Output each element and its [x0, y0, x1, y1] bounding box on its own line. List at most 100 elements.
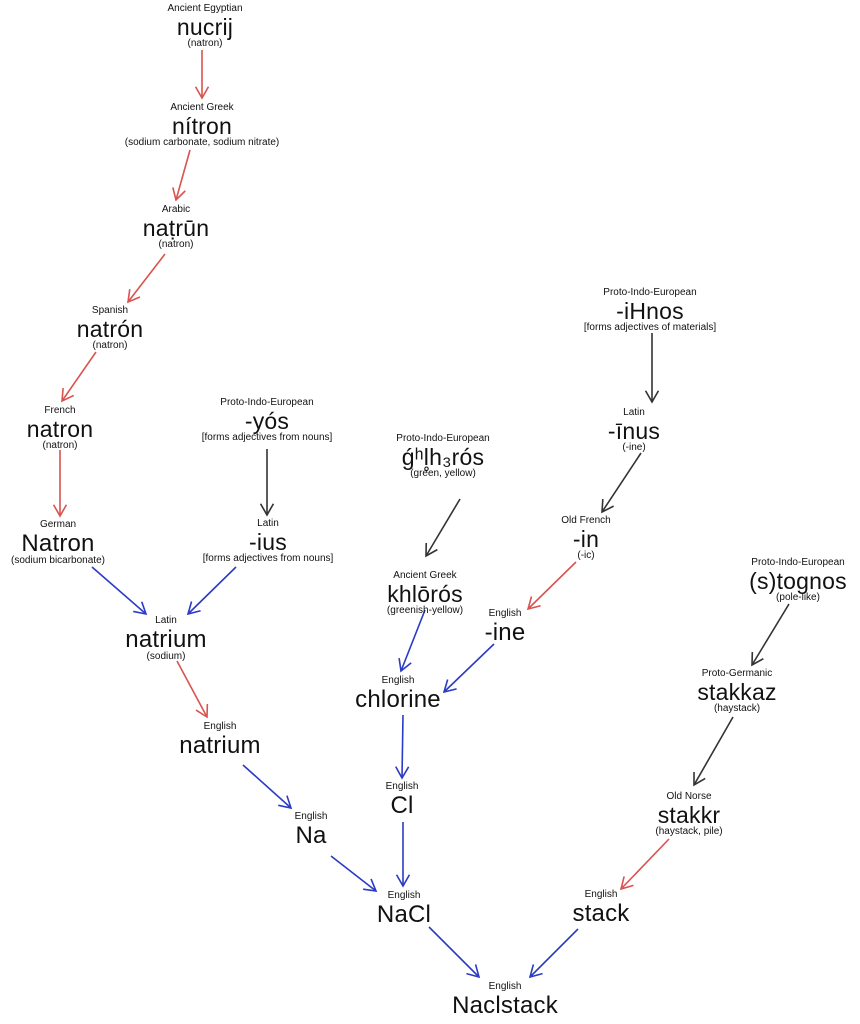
arrowhead	[363, 878, 378, 892]
edge-in-ofr-to-ine	[526, 561, 577, 611]
edge-line	[620, 838, 670, 890]
arrowhead	[61, 387, 75, 403]
edge-line	[175, 149, 191, 201]
node-language: Latin	[623, 407, 645, 418]
edge-ghlhros-to-khloros	[425, 498, 461, 558]
node-word: -in	[572, 525, 600, 552]
node-word: natron	[26, 415, 94, 442]
node-gloss: (green, yellow)	[410, 467, 476, 479]
arrowhead	[133, 601, 148, 616]
node-word: (s)tognos	[749, 567, 847, 594]
node-language: Ancient Greek	[170, 102, 234, 113]
edge-natrium-la-to-natrium-en	[176, 660, 209, 719]
edge-line	[187, 566, 237, 615]
arrowhead	[395, 874, 411, 888]
node-language: English	[488, 608, 522, 619]
edge-stakkaz-to-stakkr	[693, 716, 734, 787]
edge-line	[401, 714, 404, 779]
node-language: Proto-Indo-European	[396, 433, 490, 444]
edge-line	[127, 253, 166, 303]
edge-natron-fr-to-natron-de	[52, 450, 68, 518]
node-language: English	[385, 781, 419, 792]
edge-ine-to-chlorine	[442, 643, 495, 694]
node-word: Na	[295, 821, 327, 849]
edge-natron-de-to-natrium-la	[91, 566, 148, 616]
node-word: -iHnos	[616, 297, 684, 324]
node-ius: Latin-ius[forms adjectives from nouns]	[202, 518, 334, 564]
edge-line	[425, 498, 461, 557]
arrowhead	[259, 503, 275, 517]
arrowhead	[644, 390, 660, 404]
edge-natrun-to-natron-es	[127, 253, 166, 304]
edge-inus-to-in-ofr	[601, 452, 642, 514]
edge-line	[400, 609, 426, 672]
node-language: English	[294, 811, 328, 822]
arrowhead	[127, 289, 141, 304]
node-yos: Proto-Indo-European-yós[forms adjectives…	[202, 397, 333, 443]
node-language: Proto-Indo-European	[751, 557, 845, 568]
arrowhead	[195, 703, 209, 719]
edge-nucrij-to-nitron	[194, 50, 210, 100]
node-language: English	[203, 721, 237, 732]
arrowhead	[172, 187, 186, 202]
node-language: German	[39, 519, 77, 530]
edge-line	[91, 566, 147, 615]
node-language: English	[584, 889, 618, 900]
arrowhead	[693, 771, 706, 787]
node-ine: English-ine	[485, 608, 526, 644]
arrowhead	[601, 498, 614, 514]
edge-line	[176, 660, 208, 718]
edge-chlorine-to-cl	[395, 714, 410, 780]
node-word: NaCl	[376, 900, 432, 928]
node-word: natrón	[76, 315, 144, 342]
node-word: ǵʰl̥h₃rós	[401, 443, 485, 470]
node-gloss: [forms adjectives from nouns]	[202, 552, 334, 564]
node-gloss: (-ine)	[622, 441, 646, 453]
node-language: English	[381, 675, 415, 686]
arrowhead	[528, 964, 543, 979]
node-word: -ius	[249, 528, 287, 555]
arrowhead	[194, 86, 210, 100]
edge-ihnos-to-inus	[644, 333, 660, 404]
node-gloss: (-ic)	[577, 549, 595, 561]
arrowhead	[751, 651, 764, 667]
node-language: Latin	[155, 615, 177, 626]
edge-stack-to-naclstack	[528, 928, 579, 979]
node-gloss: (natron)	[158, 238, 194, 250]
edge-line	[330, 855, 377, 892]
node-in-ofr: Old French-in(-ic)	[561, 515, 611, 561]
node-word: stakkaz	[697, 678, 777, 705]
arrowhead	[466, 964, 481, 979]
node-language: Old French	[561, 515, 611, 526]
edge-cl-to-nacl	[395, 822, 411, 888]
node-language: Proto-Germanic	[701, 668, 773, 679]
node-inus: Latin-īnus(-ine)	[608, 407, 660, 453]
node-gloss: (sodium bicarbonate)	[11, 554, 105, 566]
edge-nitron-to-natrun	[172, 149, 191, 202]
node-gloss: [forms adjectives of materials]	[583, 321, 717, 333]
edge-line	[443, 643, 495, 693]
node-word: Cl	[390, 791, 414, 819]
node-word: stakkr	[657, 801, 721, 828]
node-word: natrium	[179, 731, 261, 759]
node-gloss: (sodium)	[146, 650, 186, 662]
node-word: nucrij	[176, 13, 234, 40]
edge-line	[601, 452, 642, 513]
arrowhead	[398, 658, 412, 673]
arrowhead	[395, 766, 410, 780]
edge-line	[242, 764, 292, 809]
